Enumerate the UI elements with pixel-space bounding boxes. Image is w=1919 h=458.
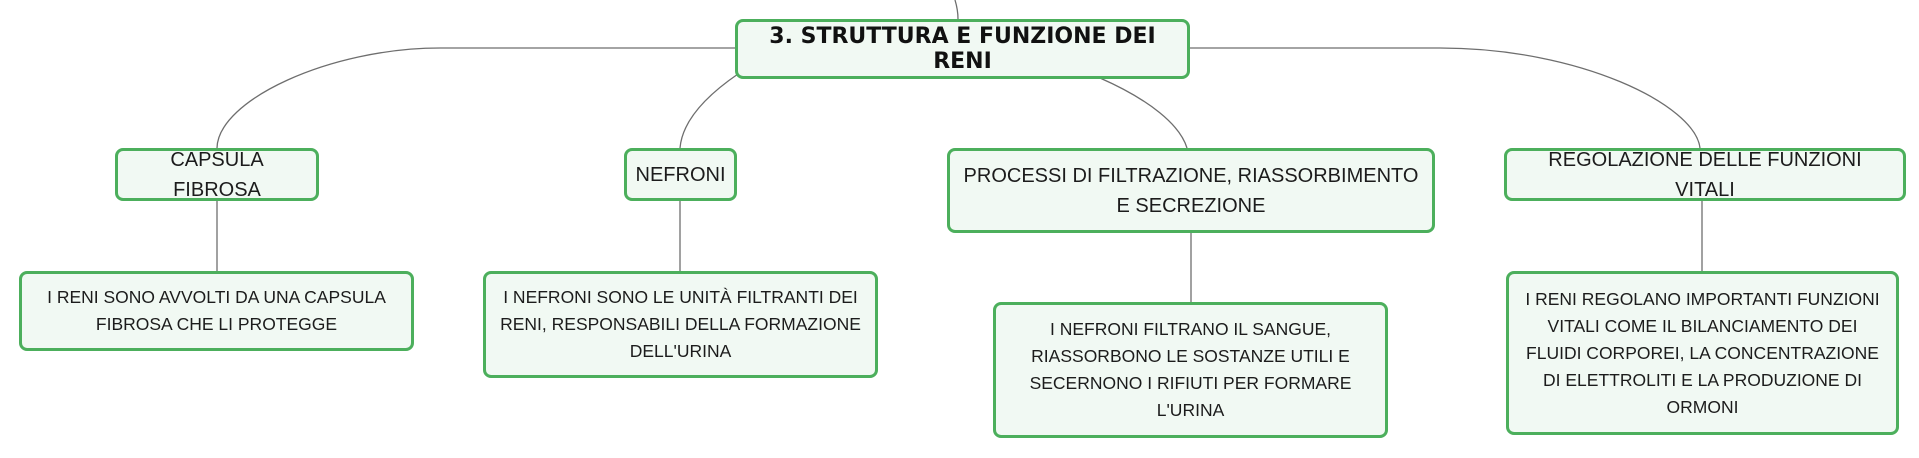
- detail-regolazione-text: I RENI REGOLANO IMPORTANTI FUNZIONI VITA…: [1525, 288, 1880, 417]
- connector-parent-to-root: [954, 0, 959, 20]
- root-topic[interactable]: 3. STRUTTURA E FUNZIONE DEI RENI: [735, 19, 1190, 79]
- topic-processi[interactable]: PROCESSI DI FILTRAZIONE, RIASSORBIMENTO …: [947, 148, 1435, 233]
- topic-processi-label: PROCESSI DI FILTRAZIONE, RIASSORBIMENTO …: [963, 164, 1419, 217]
- detail-capsula-fibrosa-text: I RENI SONO AVVOLTI DA UNA CAPSULA FIBRO…: [47, 287, 386, 334]
- connector-root-to-processi: [1099, 77, 1188, 149]
- detail-nefroni[interactable]: I NEFRONI SONO LE UNITÀ FILTRANTI DEI RE…: [483, 271, 878, 378]
- root-topic-label: 3. STRUTTURA E FUNZIONE DEI RENI: [769, 24, 1156, 74]
- topic-capsula-fibrosa[interactable]: CAPSULA FIBROSA: [115, 148, 319, 201]
- detail-capsula-fibrosa[interactable]: I RENI SONO AVVOLTI DA UNA CAPSULA FIBRO…: [19, 271, 414, 351]
- connector-root-to-nefroni: [679, 73, 739, 149]
- topic-regolazione-label: REGOLAZIONE DELLE FUNZIONI VITALI: [1548, 148, 1862, 201]
- detail-nefroni-text: I NEFRONI SONO LE UNITÀ FILTRANTI DEI RE…: [500, 287, 861, 361]
- detail-processi[interactable]: I NEFRONI FILTRANO IL SANGUE, RIASSORBON…: [993, 302, 1388, 438]
- topic-regolazione[interactable]: REGOLAZIONE DELLE FUNZIONI VITALI: [1504, 148, 1906, 201]
- detail-regolazione[interactable]: I RENI REGOLANO IMPORTANTI FUNZIONI VITA…: [1506, 271, 1899, 435]
- topic-nefroni[interactable]: NEFRONI: [624, 148, 737, 201]
- connector-root-to-capsula-fibrosa: [216, 47, 735, 149]
- topic-nefroni-label: NEFRONI: [635, 163, 726, 186]
- connector-root-to-regolazione: [1190, 47, 1701, 149]
- topic-capsula-fibrosa-label: CAPSULA FIBROSA: [170, 148, 264, 201]
- detail-processi-text: I NEFRONI FILTRANO IL SANGUE, RIASSORBON…: [1029, 319, 1352, 420]
